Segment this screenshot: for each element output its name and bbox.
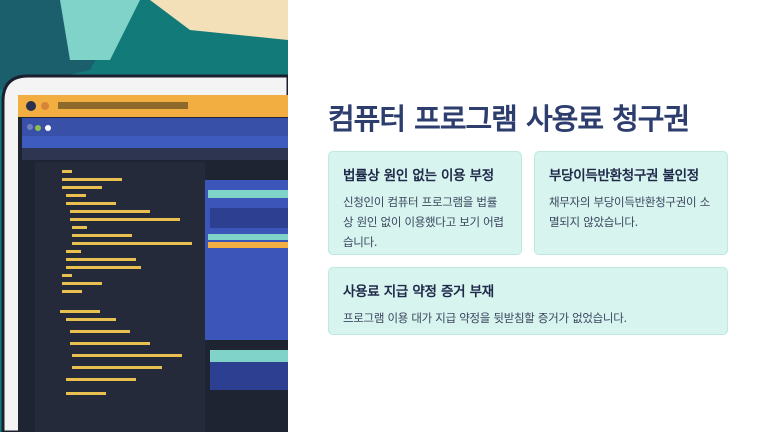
card-body: 채무자의 부당이득반환청구권이 소멸되지 않았습니다. (549, 195, 710, 229)
page-title: 컴퓨터 프로그램 사용료 청구권 (328, 102, 690, 136)
card-unjust-enrichment: 부당이득반환청구권 불인정 채무자의 부당이득반환청구권이 소멸되지 않았습니다… (534, 151, 728, 255)
card-heading: 부당이득반환청구권 불인정 (549, 168, 699, 184)
card-no-payment-agreement: 사용료 지급 약정 증거 부재 프로그램 이용 대가 지급 약정을 뒷받침할 증… (328, 267, 728, 335)
card-heading: 사용료 지급 약정 증거 부재 (343, 284, 494, 300)
laptop-code-illustration (0, 0, 288, 432)
card-body: 프로그램 이용 대가 지급 약정을 뒷받침할 증거가 없었습니다. (343, 311, 627, 325)
card-body: 신청인이 컴퓨터 프로그램을 법률상 원인 없이 이용했다고 보기 어렵습니다. (343, 195, 504, 249)
card-heading: 법률상 원인 없는 이용 부정 (343, 168, 494, 184)
card-no-legal-cause: 법률상 원인 없는 이용 부정 신청인이 컴퓨터 프로그램을 법률상 원인 없이… (328, 151, 522, 255)
